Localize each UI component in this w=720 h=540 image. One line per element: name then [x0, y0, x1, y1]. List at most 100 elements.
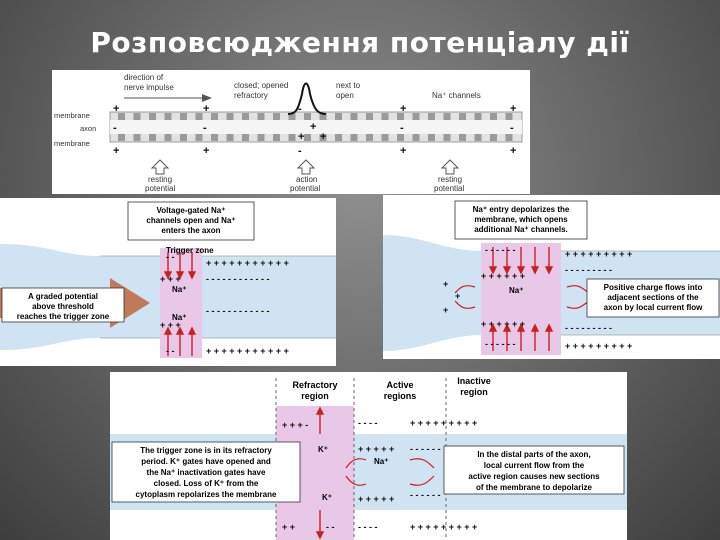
svg-text:+: +: [310, 121, 316, 133]
resting-left-line2: potential: [145, 184, 175, 193]
k-efflux-arrows: [315, 406, 325, 540]
k-label-2: K⁺: [322, 493, 332, 502]
axon-lumen: [110, 120, 522, 134]
inactive-line1: Inactive: [457, 376, 491, 386]
closed-label-line2: refractory: [234, 91, 268, 100]
na-channel-bottom: [335, 134, 342, 141]
svg-text:+ + + + + + + + +: + + + + + + + + +: [410, 418, 477, 428]
na-channel-top: [180, 113, 187, 120]
callout-line3: additional Na⁺ channels.: [474, 225, 568, 234]
na-channel-top: [319, 113, 327, 120]
left-line5: cytoplasm repolarizes the membrane: [136, 490, 277, 499]
action-line2: potential: [290, 184, 320, 193]
na-channel-top: [195, 113, 203, 120]
callout-line1: Na⁺ entry depolarizes the: [473, 205, 570, 214]
na-channel-bottom: [428, 134, 435, 141]
left-line4: closed. Loss of K⁺ from the: [154, 479, 259, 488]
svg-text:+ + + + +: + + + + +: [358, 444, 394, 454]
na-channel-bottom: [288, 134, 296, 141]
direction-arrow-icon: [124, 94, 212, 102]
svg-text:+ + + + + + + + +: + + + + + + + + +: [565, 341, 632, 351]
na-channel-bottom: [242, 134, 249, 141]
na-channel-top: [505, 113, 513, 120]
na-channel-top: [211, 113, 218, 120]
na-influx-arrows: [163, 252, 197, 356]
na-channel-bottom: [304, 134, 311, 141]
direction-label-line2: nerve impulse: [124, 83, 174, 92]
na-channel-top: [412, 113, 420, 120]
charge-signs: + + + + + + + + + + + + + + - - - - - - …: [160, 252, 289, 356]
trigger-zone-figure: Voltage-gated Na⁺ channels open and Na⁺ …: [0, 198, 336, 366]
na-channel-top: [335, 113, 342, 120]
right-line2: local current flow from the: [484, 461, 585, 470]
axon-label: axon: [80, 124, 96, 133]
na-channel-bottom: [180, 134, 187, 141]
svg-text:- - - - - - - - -: - - - - - - - - -: [565, 323, 612, 333]
local-current-arrows: [345, 458, 435, 486]
svg-text:+: +: [320, 131, 326, 143]
distal-note-box: [443, 445, 625, 495]
membrane-label-bottom: membrane: [54, 139, 90, 148]
refractory-note-box: [111, 441, 301, 503]
left-line3: the Na⁺ inactivation gates have: [147, 468, 266, 477]
svg-text:-: -: [203, 122, 207, 134]
callout-box: [454, 200, 588, 240]
svg-text:-: -: [510, 122, 514, 134]
na-channel-top: [397, 113, 404, 120]
na-channel-top: [366, 113, 373, 120]
svg-text:+ +: + +: [282, 522, 295, 532]
callout-line2: membrane, which opens: [474, 215, 568, 224]
callout-line2: channels open and Na⁺: [146, 216, 235, 225]
na-channel-bottom: [505, 134, 513, 141]
graded-line1: A graded potential: [28, 292, 98, 301]
na-label-1: Na⁺: [172, 285, 186, 294]
charge-signs: +-+ +-+ -+- ++ +-+ +-+: [113, 103, 516, 157]
na-channel-bottom: [273, 134, 280, 141]
left-line2: period. K⁺ gates have opened and: [141, 457, 271, 466]
active-line2: regions: [384, 391, 417, 401]
membrane-label-top: membrane: [54, 111, 90, 120]
refractory-region-figure: Refractory region Active regions Inactiv…: [110, 372, 627, 540]
callout-line3: enters the axon: [161, 226, 220, 235]
svg-text:-: -: [298, 103, 302, 115]
na-channel-top: [490, 113, 497, 120]
svg-text:- - - - - -: - - - - - -: [410, 444, 441, 454]
na-channel-bottom: [397, 134, 404, 141]
na-channel-top: [304, 113, 311, 120]
svg-text:+: +: [203, 103, 209, 115]
slide-title: Розповсюдження потенціалу дії: [90, 26, 630, 59]
inactive-line2: region: [460, 387, 488, 397]
svg-text:- - - - - -: - - - - - -: [410, 490, 441, 500]
svg-text:-: -: [113, 122, 117, 134]
svg-text:+ + + + + + + + +: + + + + + + + + +: [410, 522, 477, 532]
svg-text:+ + + + +: + + + + +: [358, 494, 394, 504]
svg-text:+ + +: + + +: [160, 274, 181, 284]
next-label-line1: next to: [336, 81, 361, 90]
na-channel-top: [242, 113, 249, 120]
right-line1: In the distal parts of the axon,: [477, 450, 590, 459]
resting-right-line2: potential: [434, 184, 464, 193]
svg-text:+: +: [400, 103, 406, 115]
na-channel-top: [273, 113, 280, 120]
svg-text:- -: - -: [326, 522, 335, 532]
svg-text:- - - - - -: - - - - - -: [485, 339, 516, 349]
na-channel-bottom: [257, 134, 265, 141]
na-channel-bottom: [118, 134, 125, 141]
na-channel-bottom: [226, 134, 234, 141]
refractory-line2: region: [301, 391, 329, 401]
positive-line3: axon by local current flow: [604, 303, 703, 312]
callout-line1: Voltage-gated Na⁺: [157, 206, 226, 215]
resting-left-line1: resting: [148, 175, 172, 184]
na-channel-bottom: [474, 134, 482, 141]
svg-text:- - - - - - - - - - - -: - - - - - - - - - - - -: [206, 306, 269, 316]
na-channel-bottom: [164, 134, 172, 141]
na-channel-bottom: [459, 134, 466, 141]
axon-schematic-figure: direction of nerve impulse closed; opene…: [52, 70, 530, 194]
refractory-line1: Refractory: [292, 380, 337, 390]
na-channel-bottom: [412, 134, 420, 141]
svg-text:+ + + + + +: + + + + + +: [481, 271, 525, 281]
right-line3: active region causes new sections: [468, 472, 600, 481]
direction-label-line1: direction of: [124, 73, 164, 82]
graded-line3: reaches the trigger zone: [17, 312, 110, 321]
resting-right-line1: resting: [438, 175, 462, 184]
